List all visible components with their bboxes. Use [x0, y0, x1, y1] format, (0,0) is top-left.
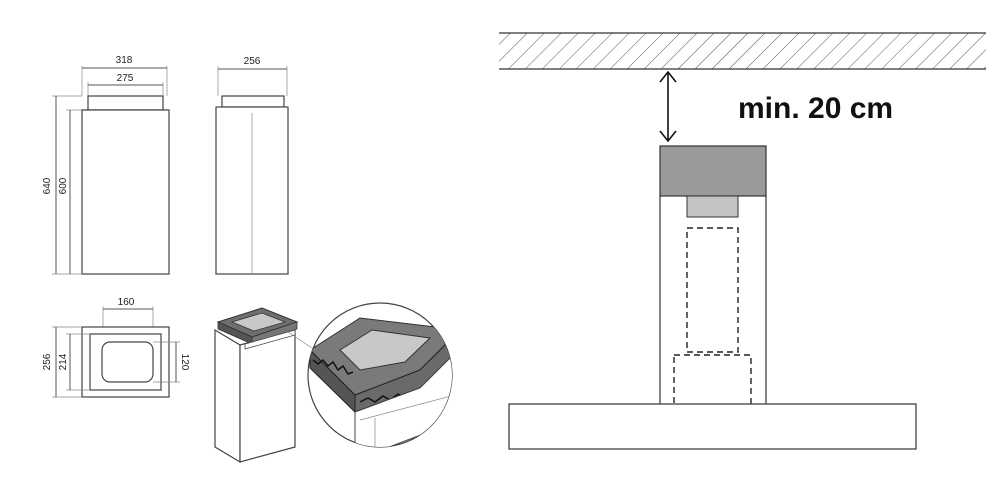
dim-top-height: 120	[179, 354, 190, 371]
dim-width-inner: 275	[117, 73, 134, 84]
detail-magnifier	[307, 302, 453, 448]
filter-unit	[686, 195, 739, 218]
isometric-view	[214, 307, 319, 464]
dim-top-depth-outer: 256	[42, 353, 53, 370]
ceiling	[499, 33, 986, 69]
dim-height-outer: 640	[42, 177, 53, 194]
dim-top-width: 160	[118, 297, 135, 308]
installation-diagram: min. 20 cm	[499, 32, 986, 450]
clearance-label: min. 20 cm	[738, 92, 893, 125]
hood-top	[659, 145, 767, 197]
countertop	[508, 403, 917, 450]
side-view: 256	[215, 56, 289, 275]
dim-width-outer: 318	[116, 55, 133, 66]
dashed-duct	[686, 227, 739, 353]
dim-top-depth-inner: 214	[58, 353, 69, 370]
top-view: 160 256 214 120	[42, 297, 190, 398]
dim-height-inner: 600	[58, 177, 69, 194]
front-body	[81, 109, 170, 275]
dim-depth: 256	[244, 56, 261, 67]
front-view: 318 275 640 600	[42, 55, 170, 275]
